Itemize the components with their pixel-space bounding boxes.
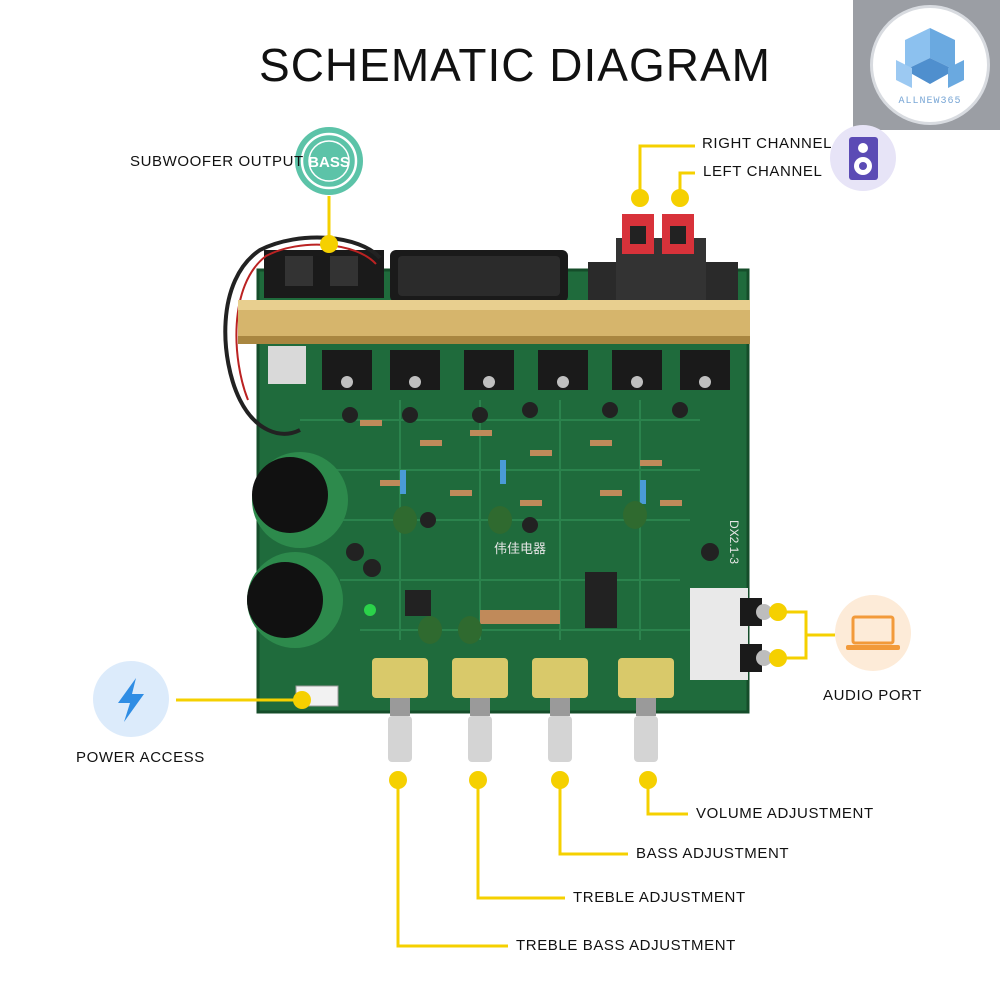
potentiometer-4 [618,658,674,762]
label-subwoofer-output: SUBWOOFER OUTPUT [130,153,304,170]
filter-capacitors [247,452,348,648]
watermark-text: ALLNEW365 [898,96,962,107]
label-bass-adjustment: BASS ADJUSTMENT [636,845,790,862]
label-treble-bass-adjustment: TREBLE BASS ADJUSTMENT [516,937,736,954]
label-power-access: POWER ACCESS [76,749,205,766]
potentiometers [372,658,674,762]
cooling-fan [390,250,568,302]
callout-dots [293,189,787,789]
heatsink [238,300,750,344]
watermark-circle [870,5,990,125]
board-maker-text: 伟佳电器 [494,542,546,557]
label-left-channel: LEFT CHANNEL [703,163,823,180]
label-volume-adjustment: VOLUME ADJUSTMENT [696,805,874,822]
potentiometer-3 [532,658,588,762]
potentiometer-1 [372,658,428,762]
lightning-icon [93,661,169,737]
laptop-icon [835,595,911,671]
rca-jack-block [690,588,772,680]
label-audio-port: AUDIO PORT [823,687,923,704]
subwoofer-connector [264,250,384,298]
power-transistors [268,346,730,390]
callout-lines [176,144,835,948]
bass-icon: BASS [295,127,363,195]
speaker-icon [830,125,896,191]
board-model-text: DX2.1-3 [727,520,741,564]
page-title: SCHEMATIC DIAGRAM [259,39,771,91]
small-components [342,402,719,644]
speaker-terminal-block [588,214,738,302]
potentiometer-2 [452,658,508,762]
label-treble-adjustment: TREBLE ADJUSTMENT [573,889,746,906]
label-right-channel: RIGHT CHANNEL [702,135,833,152]
bass-icon-text: BASS [308,154,350,171]
